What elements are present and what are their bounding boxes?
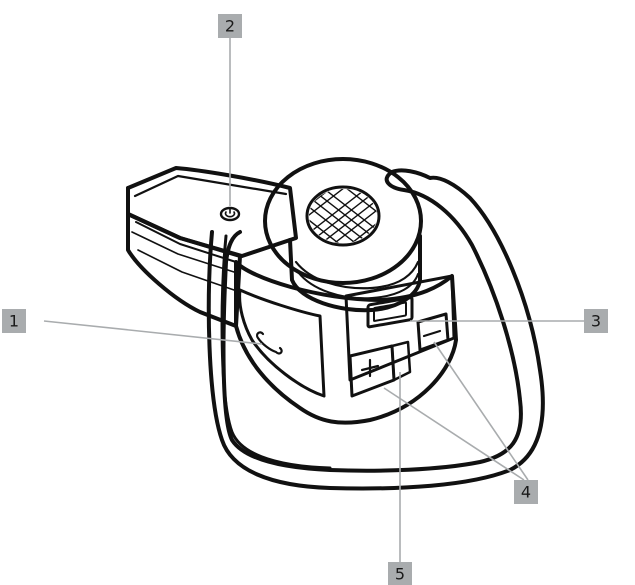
minus-icon xyxy=(422,329,442,338)
volume-down-button[interactable] xyxy=(416,312,450,352)
power-icon xyxy=(224,208,236,218)
leader-1 xyxy=(43,320,263,345)
power-button[interactable] xyxy=(219,206,241,222)
leader-lines xyxy=(43,38,584,564)
button-separator xyxy=(390,340,412,382)
callout-3: 3 xyxy=(584,309,608,333)
callout-2: 2 xyxy=(218,14,242,38)
callout-5-text: 5 xyxy=(395,565,405,584)
call-icon xyxy=(255,331,283,355)
body-front xyxy=(126,186,242,328)
button-panel xyxy=(344,274,456,382)
headset-illustration xyxy=(126,157,545,491)
ear-hook-inner xyxy=(220,234,332,470)
callout-1-text: 1 xyxy=(9,312,19,331)
callout-2-text: 2 xyxy=(225,17,235,36)
call-button[interactable] xyxy=(238,288,326,398)
callout-1: 1 xyxy=(2,309,26,333)
front-housing xyxy=(234,260,458,425)
callout-5: 5 xyxy=(388,562,412,585)
leader-4b xyxy=(433,341,529,481)
plus-icon xyxy=(360,358,380,378)
callout-3-text: 3 xyxy=(591,312,601,331)
callout-4-text: 4 xyxy=(521,483,531,502)
ear-hook xyxy=(206,168,545,491)
led-indicator xyxy=(366,296,414,329)
callout-4: 4 xyxy=(514,480,538,504)
leader-4a xyxy=(383,387,525,481)
body-top xyxy=(126,166,298,258)
